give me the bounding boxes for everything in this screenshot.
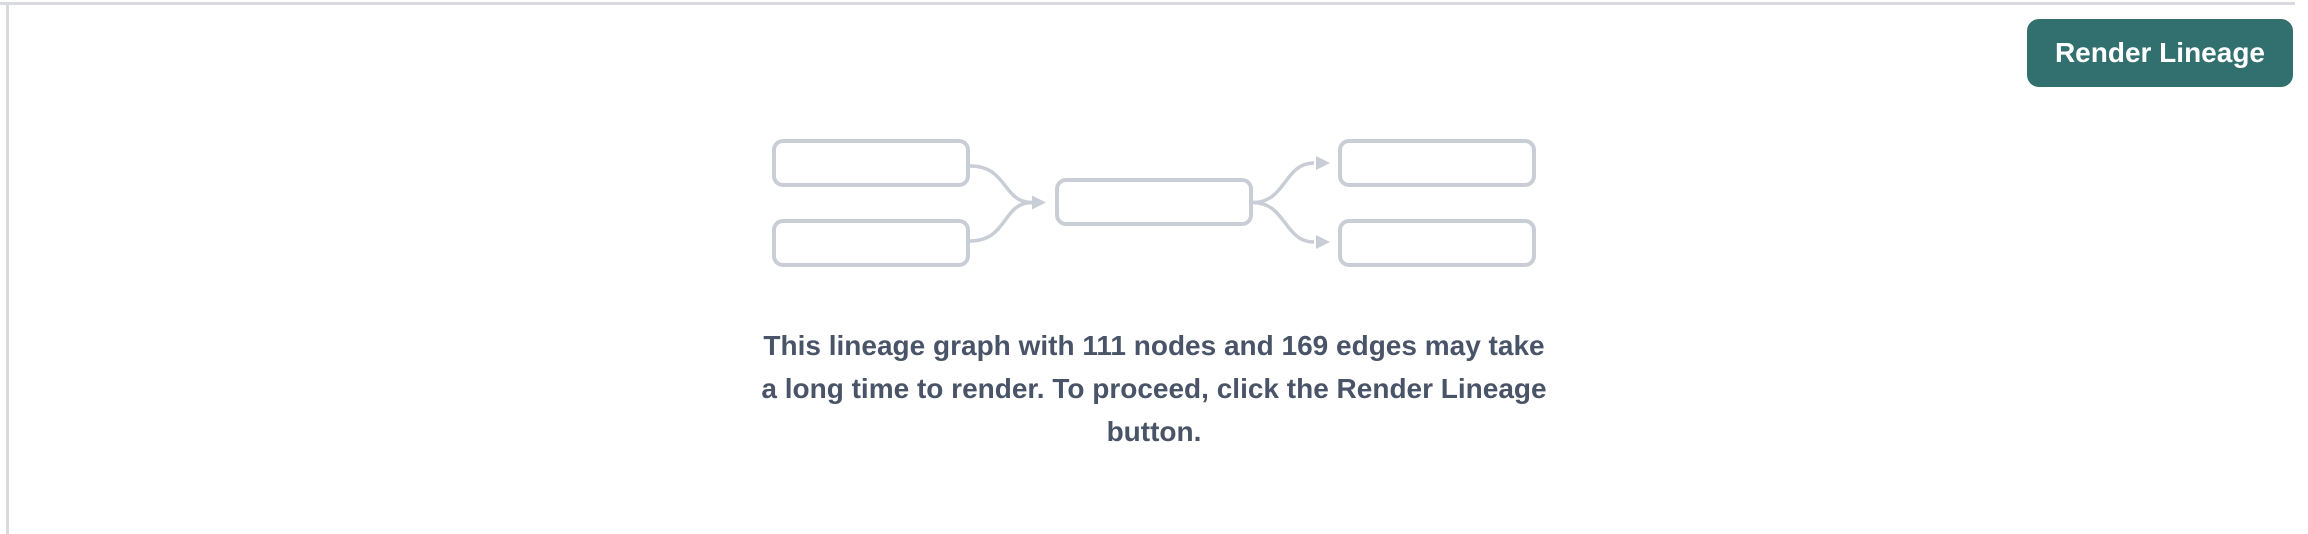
graph-edge bbox=[1252, 161, 1315, 205]
render-lineage-button[interactable]: Render Lineage bbox=[2026, 19, 2293, 87]
arrowhead-icon bbox=[1032, 195, 1046, 210]
graph-node bbox=[772, 139, 970, 187]
panel-left-border bbox=[6, 3, 9, 534]
graph-edge bbox=[969, 164, 1033, 205]
graph-node bbox=[1338, 139, 1536, 187]
graph-node bbox=[1055, 178, 1253, 226]
panel-top-border bbox=[0, 2, 2295, 5]
arrowhead-icon bbox=[1316, 156, 1330, 170]
message-line: a long time to render. To proceed, click… bbox=[761, 373, 1547, 404]
message-line: button. bbox=[1106, 416, 1202, 447]
graph-edge bbox=[969, 200, 1033, 243]
graph-node bbox=[772, 219, 970, 267]
arrowhead-icon bbox=[1316, 235, 1330, 249]
lineage-placeholder-graphic bbox=[772, 139, 1536, 267]
lineage-warning-message: This lineage graph with 111 nodes and 16… bbox=[724, 324, 1584, 453]
graph-edge bbox=[1252, 200, 1315, 244]
lineage-empty-state: This lineage graph with 111 nodes and 16… bbox=[704, 0, 1604, 534]
graph-node bbox=[1338, 219, 1536, 267]
message-line: This lineage graph with 111 nodes and 16… bbox=[763, 330, 1545, 361]
